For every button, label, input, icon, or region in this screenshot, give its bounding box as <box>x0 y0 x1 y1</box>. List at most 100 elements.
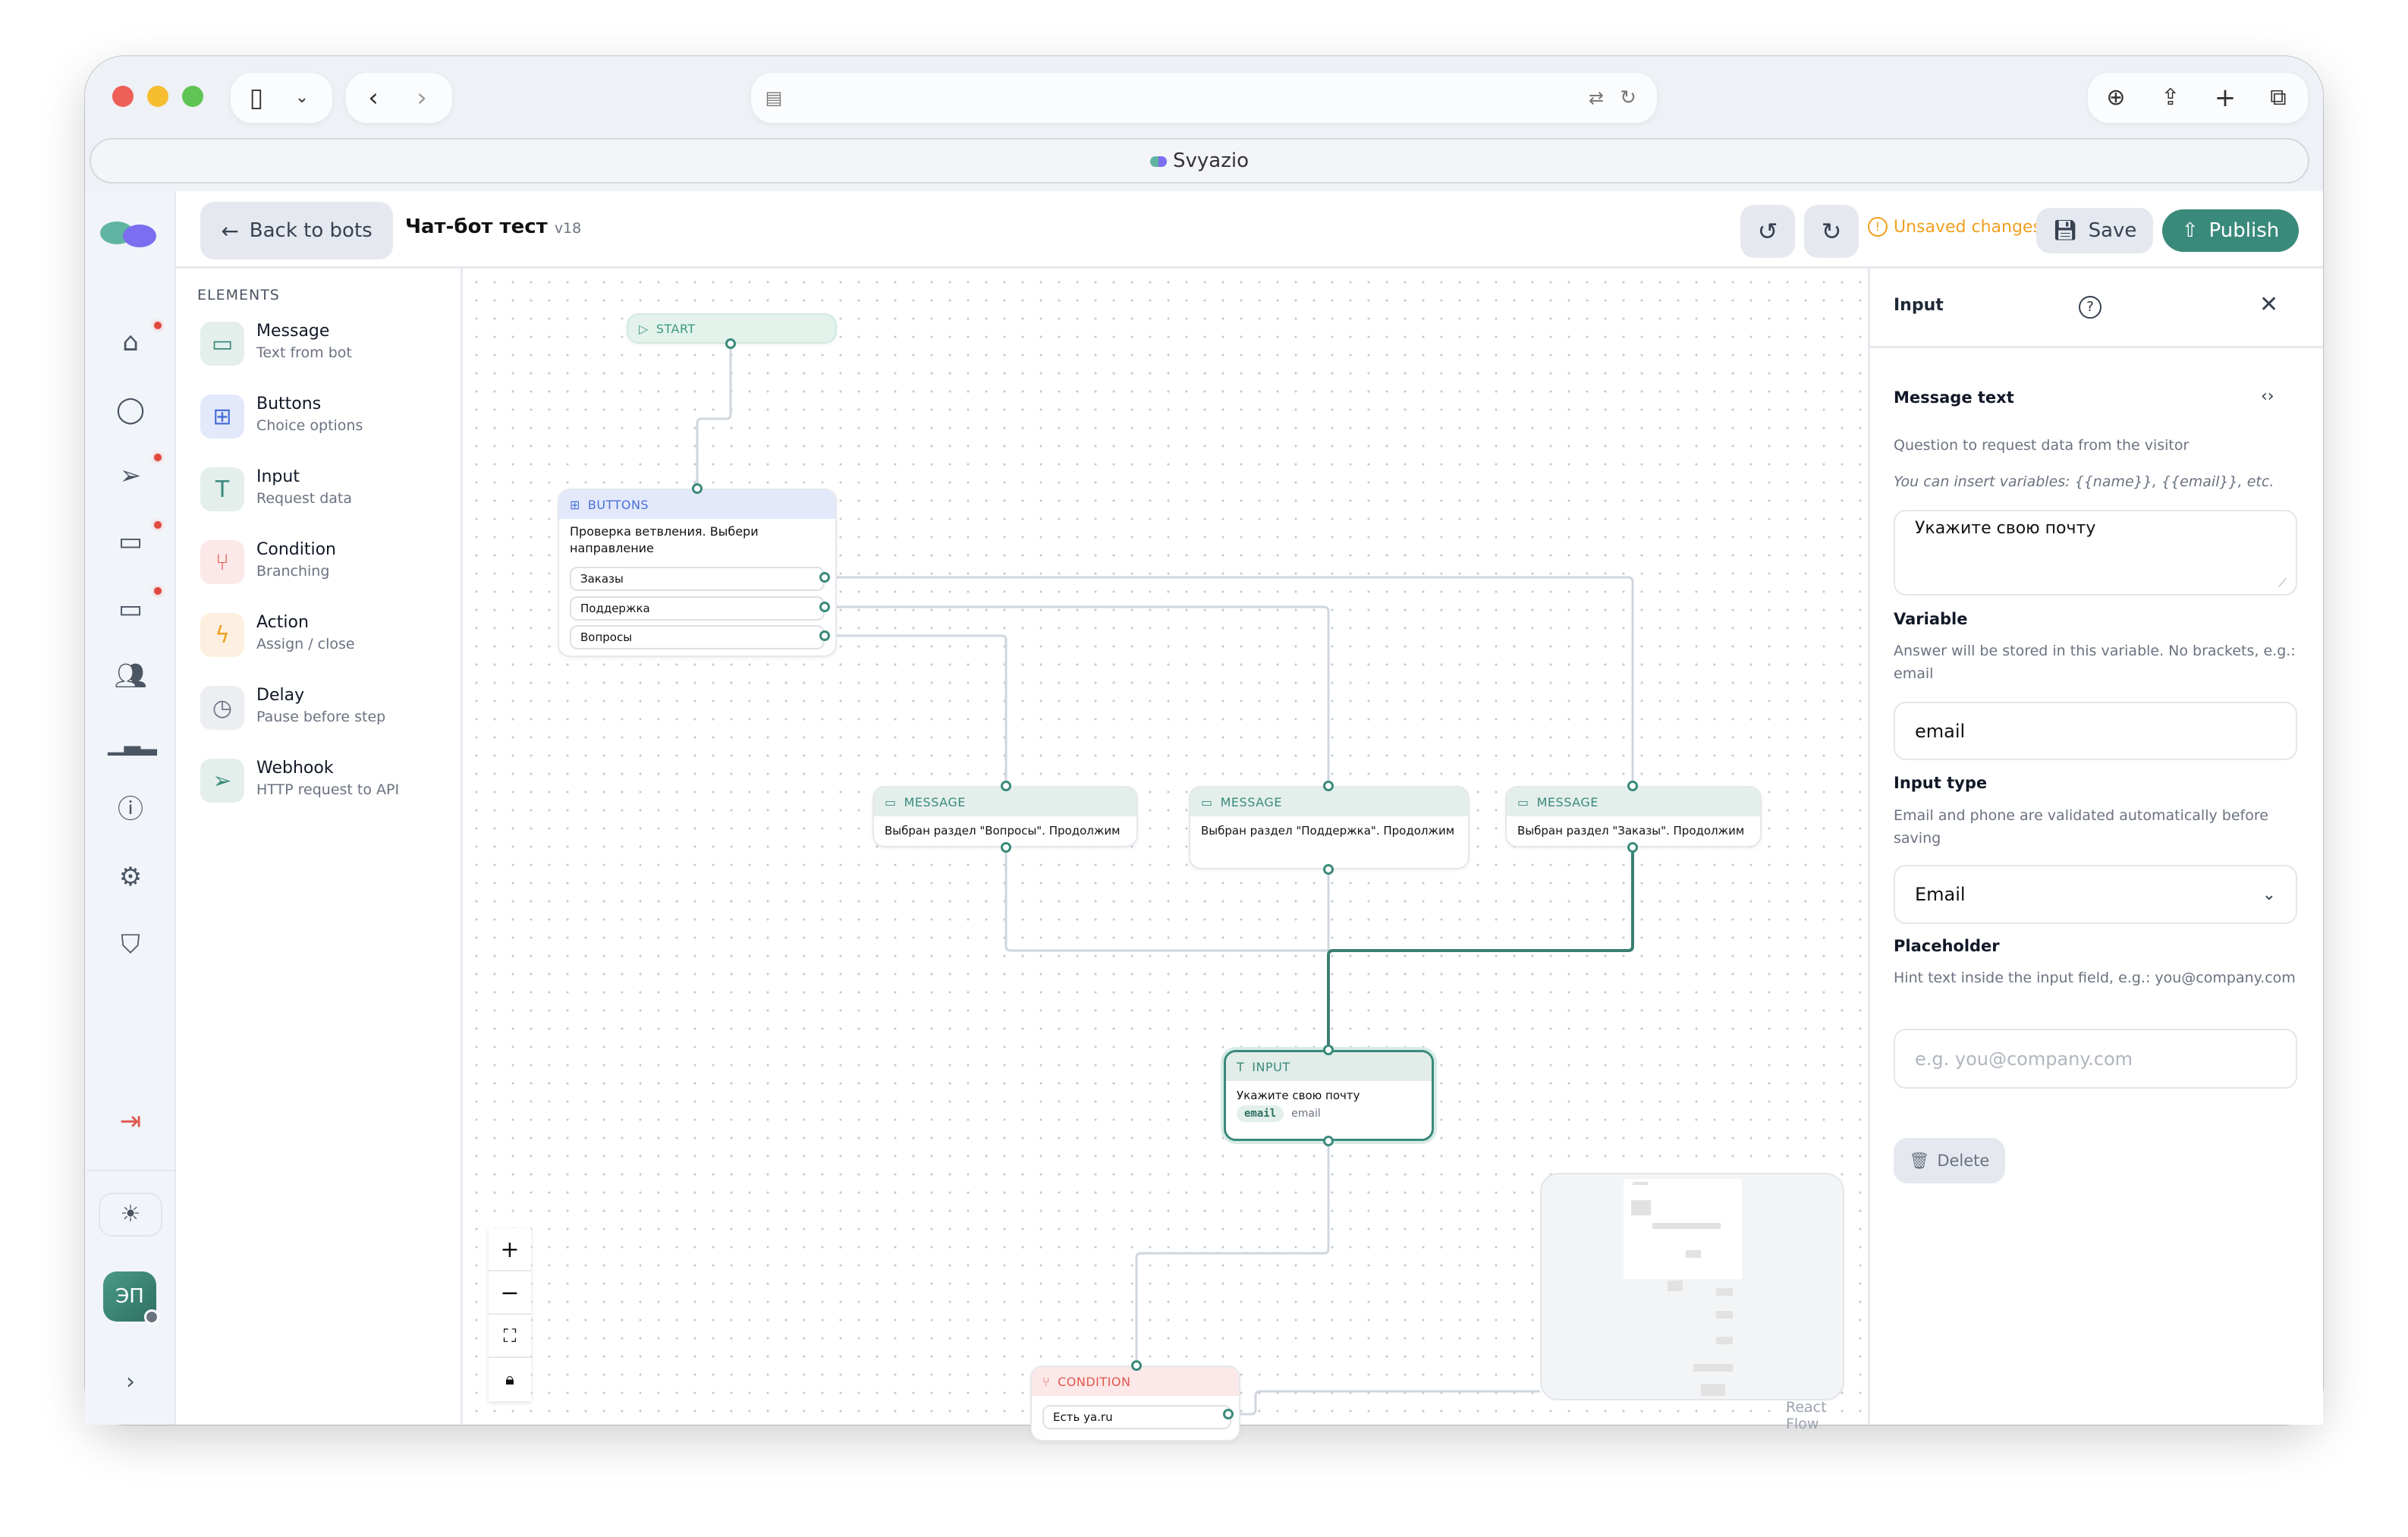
option-handle[interactable] <box>819 572 830 583</box>
sidebar-icon[interactable]: ▯ <box>249 83 264 113</box>
buttons-node[interactable]: ⊞BUTTONS Проверка ветвления. Выбери напр… <box>558 489 837 657</box>
inbox-icon[interactable]: ⌂ <box>122 327 139 357</box>
chevron-down-icon[interactable]: ⌄ <box>294 88 310 107</box>
condition-input-handle[interactable] <box>1131 1360 1142 1371</box>
input-type-hint: Email and phone are validated automatica… <box>1894 807 2268 847</box>
message-icon: ▭ <box>1201 794 1213 809</box>
text-icon: T <box>200 467 244 511</box>
redo-button[interactable]: ↻ <box>1804 205 1859 258</box>
version-badge: v18 <box>554 220 582 237</box>
input-type-select[interactable]: Email⌄ <box>1894 865 2297 924</box>
fit-view-icon[interactable]: ⛶ <box>489 1315 531 1358</box>
input-type-label: email <box>1291 1108 1321 1120</box>
react-flow-attribution[interactable]: React Flow <box>1786 1399 1827 1432</box>
edge-orders <box>825 576 1634 786</box>
play-icon: ▷ <box>639 321 649 336</box>
status-indicator <box>144 1309 159 1325</box>
message-icon[interactable]: ▭ <box>118 526 143 557</box>
maximize-window-button[interactable] <box>182 86 203 107</box>
logout-icon[interactable]: ⇥ <box>119 1106 142 1136</box>
message-node[interactable]: ▭MESSAGE Выбран раздел "Поддержка". Прод… <box>1189 786 1470 869</box>
variable-input[interactable]: email <box>1894 702 2297 760</box>
browser-tab[interactable]: Svyazio <box>90 138 2309 184</box>
url-bar[interactable]: ▤ ⇄ ↻ <box>751 73 1657 123</box>
comment-icon[interactable]: ▭ <box>118 594 143 624</box>
close-window-button[interactable] <box>112 86 134 107</box>
tabs-icon[interactable]: ⧉ <box>2270 84 2287 111</box>
option-support[interactable]: Поддержка <box>570 596 825 621</box>
back-icon[interactable]: ‹ <box>368 83 379 113</box>
text-icon: T <box>1237 1059 1245 1074</box>
minimize-window-button[interactable] <box>147 86 168 107</box>
message-textarea[interactable]: Укажите свою почту ⟋ <box>1894 510 2297 596</box>
placeholder-input[interactable]: e.g. you@company.com <box>1894 1029 2297 1089</box>
edge-input-condition <box>1135 1141 1330 1366</box>
edge-start-buttons <box>696 344 732 489</box>
shield-icon[interactable]: ⛉ <box>121 929 140 960</box>
send-icon[interactable]: ➢ <box>119 460 142 491</box>
option-orders[interactable]: Заказы <box>570 567 825 591</box>
element-condition[interactable]: ⑂ Condition Branching <box>200 540 451 601</box>
share-icon[interactable]: ⇪ <box>2161 84 2180 111</box>
expand-chevron-icon[interactable]: › <box>126 1369 135 1395</box>
element-message[interactable]: ▭ Message Text from bot <box>200 322 451 382</box>
download-icon[interactable]: ⊕ <box>2106 84 2126 111</box>
close-icon[interactable]: ✕ <box>2259 291 2279 318</box>
minimap-viewport[interactable] <box>1624 1179 1742 1279</box>
message-output-handle[interactable] <box>1001 842 1011 853</box>
element-action[interactable]: ϟ Action Assign / close <box>200 613 451 674</box>
element-title: Input <box>256 467 300 486</box>
delete-button[interactable]: 🗑︎Delete <box>1894 1138 2005 1183</box>
zoom-out-icon[interactable]: − <box>489 1271 531 1315</box>
settings-icon[interactable]: ⚙ <box>118 862 143 892</box>
lock-icon[interactable]: 🔒︎ <box>489 1358 531 1401</box>
option-handle[interactable] <box>819 602 830 612</box>
help-icon[interactable]: ⓘ <box>118 794 143 825</box>
forward-icon[interactable]: › <box>417 83 427 113</box>
option-handle[interactable] <box>819 630 830 641</box>
reader-icon[interactable]: ▤ <box>765 87 783 108</box>
zoom-in-icon[interactable]: + <box>489 1228 531 1271</box>
rail-divider <box>86 1170 174 1171</box>
properties-panel <box>1868 269 2323 1425</box>
back-to-bots-button[interactable]: ←Back to bots <box>200 202 393 259</box>
analytics-icon[interactable]: ▁▃▂ <box>108 731 157 756</box>
message-node[interactable]: ▭MESSAGE Выбран раздел "Заказы". Продолж… <box>1505 786 1762 847</box>
theme-toggle-sun-icon[interactable]: ☀ <box>99 1193 162 1237</box>
message-node[interactable]: ▭MESSAGE Выбран раздел "Вопросы". Продол… <box>872 786 1138 847</box>
sidebar-toggle-group[interactable]: ▯ ⌄ <box>231 73 332 123</box>
message-input-handle[interactable] <box>1323 781 1334 791</box>
users-icon[interactable]: 👥︎ <box>114 661 147 691</box>
translate-icon[interactable]: ⇄ <box>1588 87 1605 108</box>
element-delay[interactable]: ◷ Delay Pause before step <box>200 686 451 746</box>
branch-icon: ⑂ <box>1042 1374 1051 1389</box>
code-icon[interactable]: ‹› <box>2261 387 2274 406</box>
message-output-handle[interactable] <box>1627 842 1638 853</box>
help-icon[interactable]: ? <box>2079 296 2101 319</box>
message-input-handle[interactable] <box>1001 781 1011 791</box>
undo-button[interactable]: ↺ <box>1740 205 1795 258</box>
save-button[interactable]: 💾︎Save <box>2036 208 2153 253</box>
resize-handle-icon[interactable]: ⟋ <box>2278 576 2287 590</box>
input-input-handle[interactable] <box>1323 1045 1334 1055</box>
new-tab-icon[interactable]: + <box>2214 83 2237 113</box>
element-input[interactable]: T Input Request data <box>200 467 451 528</box>
message-input-handle[interactable] <box>1627 781 1638 791</box>
message-output-handle[interactable] <box>1323 864 1334 875</box>
element-buttons[interactable]: ⊞ Buttons Choice options <box>200 394 451 455</box>
element-title: Buttons <box>256 394 322 413</box>
publish-button[interactable]: ⇧Publish <box>2162 209 2299 252</box>
option-questions[interactable]: Вопросы <box>570 625 825 649</box>
start-output-handle[interactable] <box>725 338 736 349</box>
condition-option[interactable]: Есть ya.ru <box>1042 1405 1231 1429</box>
condition-node[interactable]: ⑂CONDITION Есть ya.ru <box>1030 1366 1240 1441</box>
chat-icon[interactable]: ◯ <box>115 394 146 425</box>
reload-icon[interactable]: ↻ <box>1620 86 1636 109</box>
buttons-input-handle[interactable] <box>692 483 703 494</box>
minimap[interactable] <box>1540 1173 1844 1400</box>
element-webhook[interactable]: ➢ Webhook HTTP request to API <box>200 759 451 819</box>
input-output-handle[interactable] <box>1323 1136 1334 1146</box>
condition-output-handle[interactable] <box>1223 1409 1234 1419</box>
